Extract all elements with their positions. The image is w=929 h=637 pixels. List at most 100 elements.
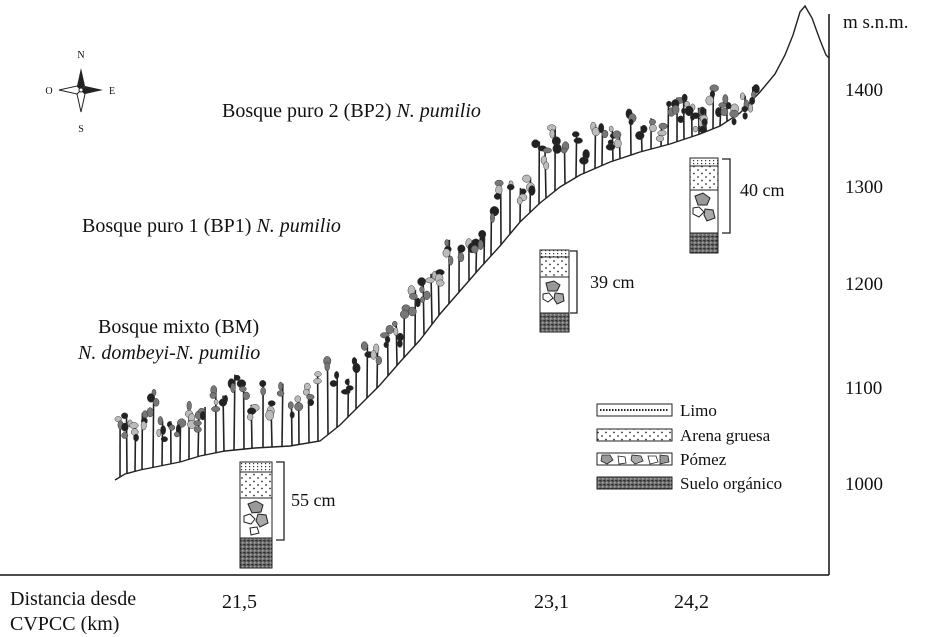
distance-axis-title: Distancia desde xyxy=(10,588,136,610)
tree-icon xyxy=(612,130,622,159)
tree-icon xyxy=(684,103,696,137)
tree-icon xyxy=(739,92,750,120)
compass-east-label: E xyxy=(109,86,115,97)
tree-icon xyxy=(323,356,332,435)
tree-icon xyxy=(590,121,601,169)
tree-icon xyxy=(715,102,728,127)
tree-icon xyxy=(705,84,719,129)
legend-item-arena-gruesa: Arena gruesa xyxy=(596,426,771,445)
tree-icon xyxy=(236,379,250,450)
tree-icon xyxy=(635,124,648,152)
zone-label-bm-species: N. dombeyi-N. pumilio xyxy=(77,342,260,364)
elevation-tick-label: 1100 xyxy=(845,378,882,399)
tree-icon xyxy=(489,206,500,256)
tree-icon xyxy=(193,410,204,457)
tree-icon xyxy=(247,403,260,449)
legend-label: Pómez xyxy=(680,450,727,469)
distance-tick-label: 23,1 xyxy=(534,591,569,613)
tree-icon xyxy=(276,381,285,447)
elevation-unit-label: m s.n.m. xyxy=(843,12,908,33)
tree-icon xyxy=(747,84,760,113)
tree-icon xyxy=(407,285,421,346)
tree-icon xyxy=(442,239,454,304)
soil-profile-24-2: 40 cm xyxy=(689,157,785,254)
legend-label: Limo xyxy=(680,401,717,420)
tree-icon xyxy=(572,131,583,178)
compass-north-arrow xyxy=(77,68,85,90)
tree-icon xyxy=(329,371,340,428)
soil-profile-21-5: 55 cm xyxy=(239,461,336,569)
tree-icon xyxy=(698,107,708,134)
tree-icon xyxy=(146,388,160,468)
tree-icon xyxy=(477,230,487,264)
elevation-tick-label: 1300 xyxy=(845,177,883,198)
legend-item-pomez: Pómez xyxy=(596,450,727,469)
profile-depth-label: 39 cm xyxy=(590,272,635,292)
legend-label: Arena gruesa xyxy=(680,426,771,445)
tree-icon xyxy=(218,394,228,452)
tree-icon xyxy=(173,418,187,463)
legend-item-limo: Limo xyxy=(596,401,717,420)
legend-label: Suelo orgánico xyxy=(680,474,782,493)
tree-icon xyxy=(121,412,133,474)
distance-tick-label: 21,5 xyxy=(222,591,257,613)
compass-south-label: S xyxy=(78,124,84,135)
tree-icon xyxy=(625,108,637,156)
zone-label-bp2: Bosque puro 2 (BP2) N. pumilio xyxy=(222,100,481,122)
tree-icon xyxy=(302,382,315,443)
tree-icon xyxy=(457,244,466,293)
tree-icon xyxy=(506,180,515,235)
tree-icon xyxy=(579,149,590,174)
soil-profile-23-1: 39 cm xyxy=(539,249,635,333)
zone-label-bp1: Bosque puro 1 (BP1) N. pumilio xyxy=(82,215,341,237)
tree-icon xyxy=(560,141,570,185)
distance-axis-title-unit: CVPCC (km) xyxy=(10,613,119,635)
tree-icon xyxy=(166,421,176,464)
tree-icon xyxy=(198,406,206,456)
compass-rose: N S O E xyxy=(45,50,115,135)
tree-icon xyxy=(400,304,411,358)
legend-item-suelo-organico: Suelo orgánico xyxy=(596,474,782,493)
compass-north-label: N xyxy=(77,50,84,61)
tree-icon xyxy=(294,395,304,445)
tree-icon xyxy=(720,94,732,122)
tree-icon xyxy=(516,187,528,223)
elevation-tick-label: 1200 xyxy=(845,274,883,295)
tree-icon xyxy=(522,174,536,213)
tree-icon xyxy=(598,123,609,166)
forest-trees xyxy=(114,84,760,478)
tree-icon xyxy=(380,325,394,376)
tree-icon xyxy=(287,401,295,446)
elevation-tick-label: 1400 xyxy=(845,80,883,101)
distance-tick-label: 24,2 xyxy=(674,591,709,613)
compass-east-arrow xyxy=(81,86,103,94)
tree-icon xyxy=(649,118,657,150)
tree-icon xyxy=(341,378,354,418)
legend: Limo Arena gruesa Pómez Suelo orgánico xyxy=(596,401,782,493)
tree-icon xyxy=(209,385,221,453)
compass-west-label: O xyxy=(45,86,52,97)
zone-label-bm: Bosque mixto (BM) xyxy=(98,316,259,338)
tree-icon xyxy=(655,122,668,147)
tree-icon xyxy=(227,374,241,451)
elevation-tick-label: 1000 xyxy=(845,474,883,495)
tree-icon xyxy=(540,147,552,199)
tree-icon xyxy=(265,400,276,448)
tree-icon xyxy=(729,103,739,126)
tree-icon xyxy=(677,93,690,140)
tree-icon xyxy=(605,125,618,162)
tree-icon xyxy=(313,371,322,442)
tree-icon xyxy=(140,410,149,470)
tree-icon xyxy=(434,269,445,316)
tree-icon xyxy=(417,277,431,335)
profile-depth-label: 55 cm xyxy=(291,490,336,510)
compass-west-arrow xyxy=(58,85,82,95)
tree-icon xyxy=(493,179,504,245)
tree-icon xyxy=(360,341,374,399)
tree-icon xyxy=(156,416,168,466)
tree-icon xyxy=(547,124,562,192)
tree-icon xyxy=(392,320,404,366)
profile-depth-label: 40 cm xyxy=(740,180,785,200)
